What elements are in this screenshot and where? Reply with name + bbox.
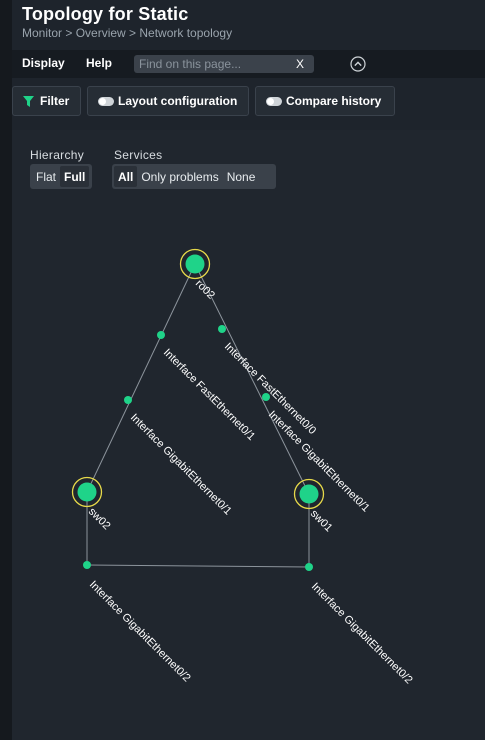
node-ro02[interactable]	[179, 248, 211, 280]
interface-point[interactable]	[305, 563, 313, 571]
hierarchy-label: Hierarchy	[30, 148, 85, 162]
node-label-sw01: sw01	[308, 508, 335, 535]
hierarchy-selector: Flat Full	[30, 164, 92, 189]
node-ring	[179, 248, 211, 280]
toggle-icon	[98, 96, 114, 106]
filter-icon	[23, 95, 34, 107]
filter-label: Filter	[40, 94, 70, 108]
edge-ro02-sw02	[86, 263, 196, 493]
interface-point[interactable]	[262, 393, 270, 401]
filter-button[interactable]: Filter	[12, 86, 81, 116]
services-option-none[interactable]: None	[226, 169, 256, 184]
breadcrumb: Monitor > Overview > Network topology	[22, 26, 233, 40]
hierarchy-option-full[interactable]: Full	[60, 166, 90, 187]
search-box: X	[134, 55, 314, 73]
topology-canvas[interactable]: Hierarchy Flat Full Services All Only pr…	[12, 130, 485, 740]
interface-point[interactable]	[218, 325, 226, 333]
node-label-ro02: ro02	[193, 278, 217, 302]
node-ring	[71, 476, 103, 508]
node-label-sw02: sw02	[86, 506, 113, 533]
node-sw01[interactable]	[293, 478, 325, 510]
toggle-icon	[266, 96, 282, 106]
node-circle	[299, 484, 319, 504]
search-clear-icon[interactable]: X	[295, 57, 304, 71]
services-selector: All Only problems None	[112, 164, 276, 189]
page-header: Topology for Static Monitor > Overview >…	[12, 0, 485, 48]
toolbar: Filter Layout configuration Compare hist…	[12, 84, 485, 118]
node-sw02[interactable]	[71, 476, 103, 508]
node-circle	[185, 254, 205, 274]
interface-label: Interface GigabitEthernet0/1	[266, 409, 372, 515]
interface-label: Interface GigabitEthernet0/2	[87, 579, 193, 685]
interface-point[interactable]	[124, 396, 132, 404]
node-ring	[293, 478, 325, 510]
left-sidebar-edge	[0, 0, 12, 740]
interface-label: Interface GigabitEthernet0/1	[128, 412, 234, 518]
hierarchy-option-flat[interactable]: Flat	[36, 169, 57, 184]
edge-ro02-sw01	[194, 263, 310, 495]
interface-label: Interface GigabitEthernet0/2	[309, 581, 415, 687]
page-title: Topology for Static	[22, 4, 189, 24]
search-input[interactable]	[139, 56, 279, 72]
menu-help[interactable]: Help	[86, 56, 113, 70]
menu-display[interactable]: Display	[22, 56, 65, 70]
interface-point[interactable]	[157, 331, 165, 339]
collapse-header-icon[interactable]	[350, 56, 366, 72]
services-label: Services	[114, 148, 163, 162]
menubar: Display Help X	[12, 50, 485, 78]
services-option-all[interactable]: All	[114, 166, 138, 187]
compare-history-button[interactable]: Compare history	[255, 86, 395, 116]
compare-history-label: Compare history	[286, 94, 382, 108]
interface-point[interactable]	[83, 561, 91, 569]
layout-configuration-button[interactable]: Layout configuration	[87, 86, 249, 116]
layout-configuration-label: Layout configuration	[118, 94, 238, 108]
services-option-only-problems[interactable]: Only problems	[141, 169, 219, 184]
node-circle	[77, 482, 97, 502]
edge-sw02-sw01	[86, 564, 310, 568]
